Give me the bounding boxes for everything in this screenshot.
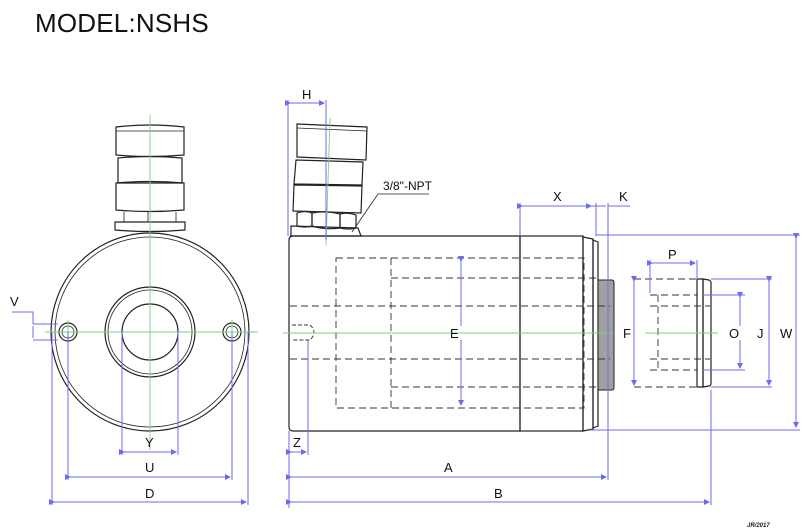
rod-detail-view: P O J bbox=[631, 247, 772, 388]
svg-text:P: P bbox=[668, 247, 677, 262]
dimension-J: J bbox=[711, 276, 772, 388]
dimension-W: W bbox=[590, 233, 800, 431]
drawing-signature: JR/2017 bbox=[747, 523, 770, 529]
svg-text:K: K bbox=[619, 189, 628, 204]
dimension-B: B bbox=[286, 390, 712, 505]
svg-text:X: X bbox=[553, 189, 562, 204]
port-note: 3/8"-NPT bbox=[351, 179, 433, 233]
svg-text:Y: Y bbox=[145, 435, 154, 450]
svg-text:E: E bbox=[450, 326, 459, 341]
model-title: MODEL:NSHS bbox=[35, 8, 209, 38]
dimension-K: K bbox=[591, 189, 630, 480]
dimension-P: P bbox=[647, 247, 698, 293]
cylinder-collar bbox=[519, 235, 584, 432]
end-view: V Y U D bbox=[10, 115, 258, 505]
svg-text:J: J bbox=[757, 326, 764, 341]
dimension-V: V bbox=[10, 294, 58, 341]
svg-text:U: U bbox=[145, 460, 154, 475]
dimension-E: E bbox=[450, 256, 464, 406]
svg-text:3/8"-NPT: 3/8"-NPT bbox=[383, 179, 433, 193]
svg-text:A: A bbox=[444, 460, 453, 475]
side-view: 3/8"-NPT H E bbox=[283, 87, 800, 508]
dimension-F-label: F bbox=[623, 326, 631, 341]
coupler-fitting-side-view bbox=[290, 117, 368, 246]
dimension-U: U bbox=[65, 332, 233, 480]
svg-text:Z: Z bbox=[293, 435, 301, 450]
dimension-Z: Z bbox=[286, 340, 309, 508]
dimension-Y: Y bbox=[119, 332, 179, 455]
svg-text:B: B bbox=[494, 486, 503, 501]
dimension-D: D bbox=[49, 332, 249, 505]
svg-text:O: O bbox=[729, 326, 739, 341]
dimension-A: A bbox=[286, 460, 607, 480]
svg-text:W: W bbox=[780, 326, 793, 341]
piston-rod bbox=[597, 279, 615, 391]
cylinder-body bbox=[288, 235, 521, 432]
dimension-O: O bbox=[703, 292, 745, 371]
svg-text:H: H bbox=[302, 87, 311, 102]
dimension-H: H bbox=[285, 87, 327, 240]
svg-text:V: V bbox=[10, 294, 19, 309]
dimension-X: X bbox=[517, 189, 592, 236]
svg-text:D: D bbox=[145, 486, 154, 501]
